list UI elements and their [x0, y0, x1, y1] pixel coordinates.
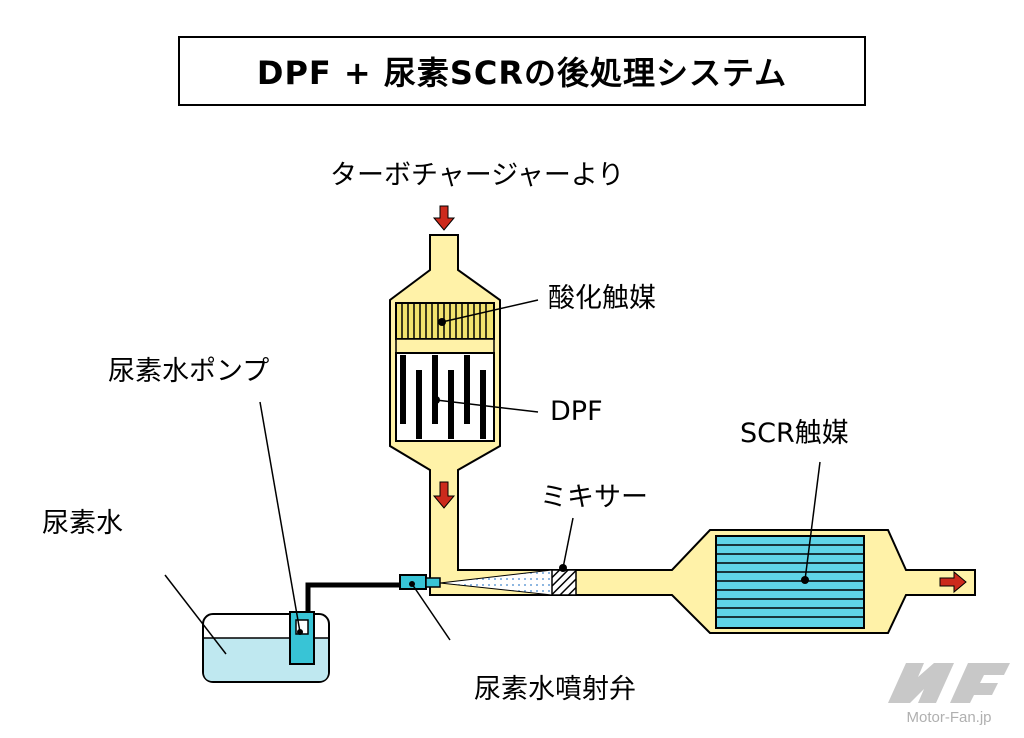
urea-injector-nozzle — [425, 577, 441, 588]
urea-supply-line — [305, 582, 402, 612]
leader-injector — [411, 583, 451, 641]
inlet-arrow-icon — [432, 205, 456, 231]
mixer-element — [551, 569, 577, 596]
leader-mixer — [562, 517, 574, 569]
label-oxidation-catalyst: 酸化触媒 — [548, 283, 656, 314]
dpf-block — [395, 352, 495, 442]
flow-arrows — [432, 205, 967, 594]
dpf-cells — [400, 355, 486, 439]
urea-pump — [289, 611, 315, 665]
label-turbo: ターボチャージャーより — [330, 160, 625, 191]
down-flow-arrow-icon — [432, 481, 456, 509]
leader-lines — [164, 299, 821, 655]
motorfan-logo-icon — [888, 663, 1010, 703]
label-scr-catalyst: SCR触媒 — [740, 418, 849, 449]
leader-pump — [259, 401, 301, 633]
label-urea-injector: 尿素水噴射弁 — [474, 674, 636, 705]
watermark-text: Motor-Fan.jp — [906, 709, 992, 726]
catalyst-divider — [395, 338, 495, 354]
leader-dpf — [435, 399, 539, 413]
label-urea-pump: 尿素水ポンプ — [108, 356, 270, 387]
label-dpf: DPF — [550, 396, 603, 427]
scr-catalyst-block — [715, 535, 865, 629]
exhaust-pipe — [389, 234, 976, 634]
page-title: DPF + 尿素SCRの後処理システム — [256, 54, 788, 92]
label-urea-tank: 尿素水 — [42, 508, 123, 539]
label-mixer: ミキサー — [540, 482, 648, 513]
scr-catalyst-lines — [716, 544, 864, 618]
leader-oxidation — [441, 299, 539, 323]
leader-dots — [297, 318, 809, 635]
leader-tank — [164, 574, 227, 655]
outlet-arrow-icon — [939, 570, 967, 594]
title-box: DPF + 尿素SCRの後処理システム — [178, 36, 866, 106]
watermark: Motor-Fan.jp — [884, 659, 1014, 726]
leader-scr — [804, 461, 821, 581]
